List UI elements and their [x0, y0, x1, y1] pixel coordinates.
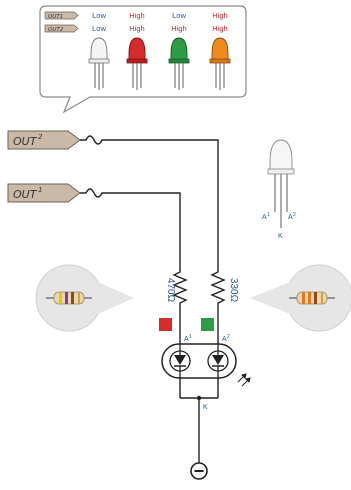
- legend-col4-row1: High: [212, 11, 227, 20]
- legend-led-clear-icon: [88, 37, 110, 90]
- legend-col4-row2: High: [212, 24, 227, 33]
- legend-tag-out2-label: OUT2: [48, 27, 64, 33]
- anode2-sup: 2: [227, 334, 230, 340]
- legend-led-red-icon: [126, 37, 148, 90]
- legend-callout: OUT1 OUT2 Low High Low High Low High Hig…: [39, 5, 247, 114]
- led-part-pin-a1-sup: 1: [267, 212, 270, 218]
- legend-col1-row2: Low: [92, 24, 106, 33]
- resistor-470-icon: [46, 291, 92, 305]
- anode1-label: A: [184, 336, 189, 343]
- out2-sup: 2: [38, 133, 43, 141]
- ground-icon: [190, 462, 208, 480]
- out1-label: OUT: [13, 188, 38, 201]
- wire-out1: [80, 188, 181, 262]
- bicolor-led-part: A 1 A 2 K: [262, 139, 296, 240]
- led2-diode-icon: [207, 344, 229, 378]
- led-part-pin-a2: A: [288, 214, 293, 221]
- cathode-label: K: [203, 404, 208, 411]
- led-part-pin-k: K: [278, 233, 283, 240]
- light-emission-icon: [237, 373, 251, 387]
- junction-dot: [196, 395, 202, 401]
- resistor-330-icon: [289, 291, 335, 305]
- legend-led-orange-icon: [209, 37, 231, 90]
- legend-tag-out2: OUT2: [44, 24, 79, 33]
- out2-label: OUT: [13, 135, 38, 148]
- pad-red: [159, 318, 172, 331]
- led-part-pin-a2-sup: 2: [293, 212, 296, 218]
- led-package: [161, 343, 237, 379]
- legend-col3-row1: Low: [172, 11, 186, 20]
- led-part-pin-a1: A: [262, 214, 267, 221]
- resistor-r2-zigzag: [210, 262, 226, 318]
- resistor-r1-zigzag: [172, 262, 188, 318]
- led1-diode-icon: [169, 344, 191, 378]
- anode2-label: A: [222, 336, 227, 343]
- legend-led-green-icon: [168, 37, 190, 90]
- resistor-bubble-right: [250, 264, 351, 332]
- out2-tag: OUT 2: [7, 130, 81, 150]
- legend-col2-row1: High: [129, 11, 144, 20]
- wire-out2: [80, 135, 219, 262]
- resistor-r1-value: 470Ω: [165, 278, 176, 303]
- legend-tag-out1-label: OUT1: [48, 14, 63, 20]
- pad-green: [201, 318, 214, 331]
- out1-sup: 1: [38, 186, 42, 194]
- legend-tag-out1: OUT1: [44, 11, 79, 20]
- legend-col2-row2: High: [129, 24, 144, 33]
- out1-tag: OUT 1: [7, 183, 81, 203]
- resistor-bubble-left: [35, 264, 134, 332]
- legend-col1-row1: Low: [92, 11, 106, 20]
- anode1-sup: 1: [189, 334, 192, 340]
- legend-col3-row2: High: [171, 24, 186, 33]
- resistor-r2-value: 330Ω: [228, 278, 239, 303]
